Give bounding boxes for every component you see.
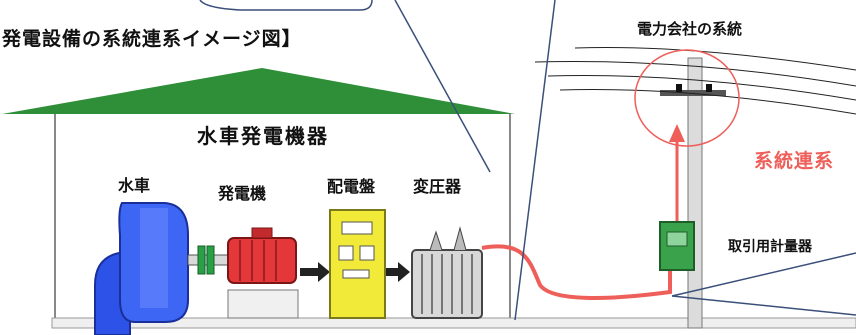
grid-connection-label: 系統連系 bbox=[754, 150, 835, 172]
transformer bbox=[411, 226, 483, 319]
switchboard bbox=[329, 209, 386, 319]
meter-label: 取引用計量器 bbox=[728, 239, 812, 255]
generator-label: 発電機 bbox=[218, 184, 267, 203]
callout-lines bbox=[199, 0, 856, 321]
meter-box bbox=[659, 221, 695, 271]
arrow-panel-to-transformer bbox=[386, 262, 410, 282]
utility-grid-label: 電力会社の系統 bbox=[637, 20, 743, 38]
wheel-highlight bbox=[140, 208, 168, 308]
grid-connection-cable bbox=[481, 244, 672, 300]
arrow-generator-to-panel bbox=[300, 262, 330, 282]
building-label: 水車発電機器 bbox=[197, 124, 329, 148]
grid-highlight-circle bbox=[634, 49, 740, 147]
water-wheel-label: 水車 bbox=[118, 176, 151, 195]
transformer-label: 変圧器 bbox=[413, 177, 462, 196]
generator-base bbox=[227, 289, 299, 319]
upward-arrow bbox=[669, 124, 685, 228]
roof bbox=[2, 68, 515, 114]
diagram-title: 発電設備の系統連系イメージ図】 bbox=[2, 28, 302, 50]
shaft-coupling bbox=[187, 245, 229, 275]
generator bbox=[227, 227, 299, 319]
water-wheel bbox=[94, 202, 189, 335]
switchboard-label: 配電盤 bbox=[327, 177, 376, 196]
